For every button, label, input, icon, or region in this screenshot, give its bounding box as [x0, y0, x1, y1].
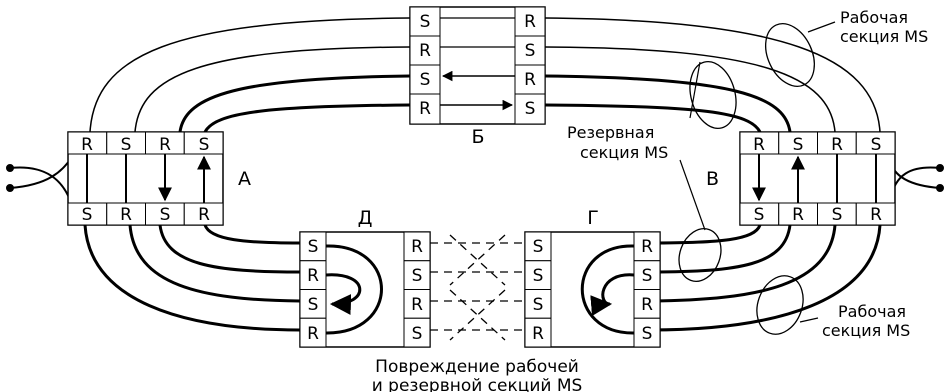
port-label: R	[81, 135, 93, 155]
port-label: S	[642, 324, 653, 344]
reserve-section-ellipse	[689, 61, 737, 129]
node-b-label: Б	[471, 126, 484, 148]
reserve-section-bottom-ellipse	[678, 228, 722, 282]
node-a-top-ports: R S R S	[67, 131, 224, 155]
port-label: S	[533, 237, 544, 257]
working-section-top-label-1: Рабочая	[840, 8, 908, 27]
port-label: R	[524, 12, 536, 32]
port-label: R	[792, 205, 804, 225]
node-b-right-ports: R S R S	[514, 6, 546, 125]
port-label: R	[411, 295, 423, 315]
port-label: S	[308, 295, 319, 315]
port-label: S	[754, 205, 765, 225]
port-label: R	[419, 99, 431, 119]
port-label: R	[753, 135, 765, 155]
node-b: S R S R R S R S Б	[409, 6, 546, 148]
port-label: S	[871, 135, 882, 155]
node-v-label: В	[706, 168, 719, 190]
port-label: R	[307, 266, 319, 286]
port-label: R	[198, 205, 210, 225]
reserve-section-label-1: Резервная	[567, 123, 654, 142]
port-label: S	[525, 41, 536, 61]
working-section-bottom-label-2: секция MS	[822, 321, 910, 340]
node-g-label: Г	[587, 207, 599, 229]
port-label: R	[120, 205, 132, 225]
port-label: S	[82, 205, 93, 225]
section-markers	[678, 23, 815, 335]
caption-line-1: Повреждение рабочей	[375, 357, 579, 377]
node-b-left-ports: S R S R	[409, 6, 441, 125]
port-label: R	[641, 237, 653, 257]
port-label: S	[420, 70, 431, 90]
port-label: R	[419, 41, 431, 61]
node-d-label: Д	[358, 207, 373, 229]
node-g: S S S R R S R S Г	[524, 207, 661, 348]
port-label: S	[121, 135, 132, 155]
bottom-ring-paths	[83, 224, 882, 341]
port-label: R	[532, 324, 544, 344]
port-label: S	[525, 99, 536, 119]
node-a-label: А	[238, 168, 251, 190]
port-label: S	[533, 295, 544, 315]
port-label: S	[642, 266, 653, 286]
port-label: R	[831, 135, 843, 155]
node-a-bottom-ports: S R S R	[67, 202, 224, 226]
node-v: R S R S S R S R В	[706, 131, 896, 226]
node-g-right-ports: R S R S	[633, 231, 661, 348]
reserve-section-label-2: секция MS	[580, 143, 668, 162]
port-label: S	[412, 266, 423, 286]
port-label: S	[199, 135, 210, 155]
node-g-left-ports: S S S R	[524, 231, 552, 348]
port-label: S	[412, 324, 423, 344]
working-section-bottom-ellipse	[756, 275, 804, 335]
annotation-leaders	[679, 21, 836, 323]
caption-line-2: и резервной секций MS	[372, 376, 583, 392]
port-label: S	[832, 205, 843, 225]
port-label: S	[308, 237, 319, 257]
working-section-top-ellipse	[765, 23, 815, 87]
node-d: S R S R R S R S Д	[299, 207, 431, 348]
port-label: R	[307, 324, 319, 344]
node-v-bottom-ports: S R S R	[739, 202, 896, 226]
port-label: S	[793, 135, 804, 155]
node-a: R S R S S R S R А	[67, 131, 251, 226]
port-label: R	[524, 70, 536, 90]
node-d-right-ports: R S R S	[403, 231, 431, 348]
port-label: R	[411, 237, 423, 257]
working-section-top-label-2: секция MS	[840, 27, 928, 46]
node-d-left-ports: S R S R	[299, 231, 327, 348]
port-label: R	[641, 295, 653, 315]
port-label: S	[533, 266, 544, 286]
port-label: S	[420, 12, 431, 32]
port-label: R	[159, 135, 171, 155]
port-label: R	[870, 205, 882, 225]
working-section-bottom-label-1: Рабочая	[838, 302, 906, 321]
node-v-top-ports: R S R S	[739, 131, 896, 155]
port-label: S	[160, 205, 171, 225]
